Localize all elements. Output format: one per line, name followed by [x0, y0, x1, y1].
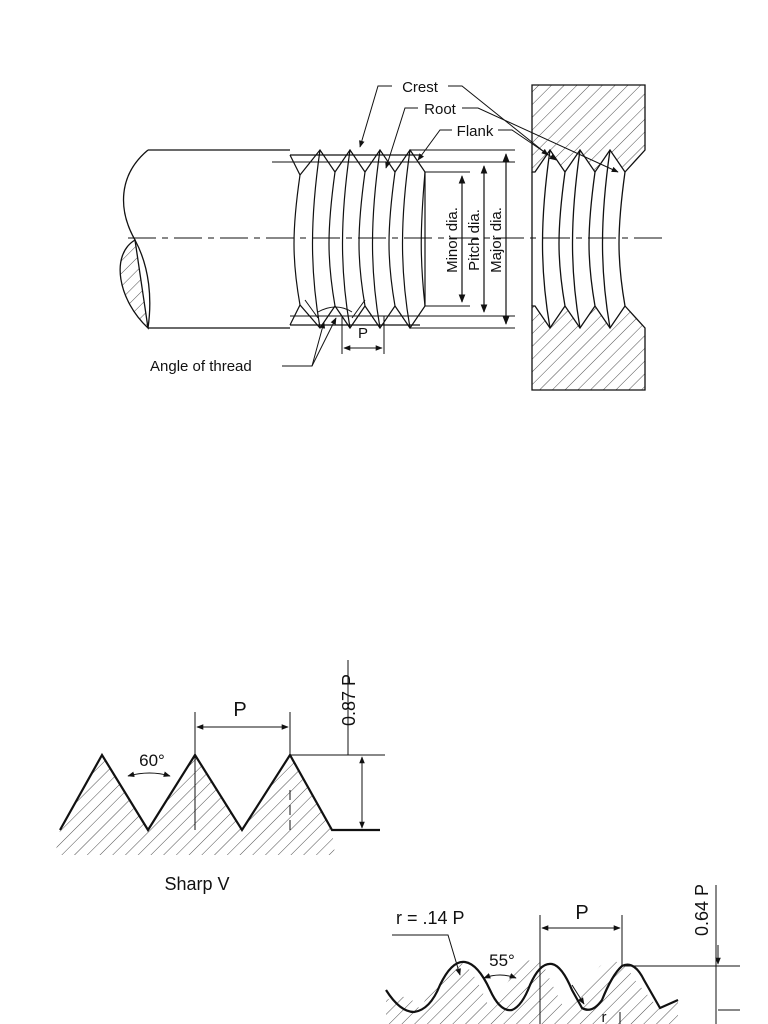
- rounded-thread-profile: [385, 960, 679, 1014]
- rounded-angle-label: 55°: [489, 951, 515, 970]
- whitworth-thread-figure: r = .14 P P 55° 0.64 P r: [385, 884, 740, 1024]
- rounded-r-label: r: [602, 1009, 607, 1024]
- sharp-v-caption: Sharp V: [164, 874, 229, 894]
- diameter-dimensions: [458, 153, 510, 325]
- sharp-v-pitch-label: P: [233, 699, 246, 721]
- sharp-v-depth-label: 0.87 P: [339, 674, 359, 726]
- flank-label: Flank: [457, 123, 494, 140]
- shaft: [119, 149, 290, 330]
- crest-label: Crest: [402, 79, 439, 96]
- nut-section: [531, 84, 646, 391]
- radius-label: r = .14 P: [396, 908, 465, 928]
- pitch-dia-label: Pitch dia.: [466, 209, 483, 271]
- minor-dia-label: Minor dia.: [444, 207, 461, 273]
- sharp-v-profile: [59, 752, 380, 833]
- rounded-depth-label: 0.64 P: [692, 884, 712, 936]
- major-dia-label: Major dia.: [488, 207, 505, 273]
- rounded-pitch-label: P: [575, 902, 588, 924]
- root-label: Root: [424, 101, 457, 118]
- pitch-label: P: [358, 325, 368, 342]
- sharp-v-thread-figure: P 60° 0.87 P Sharp V: [55, 660, 385, 894]
- sharp-v-angle-label: 60°: [139, 751, 165, 770]
- threaded-section: [289, 148, 426, 330]
- angle-of-thread-label: Angle of thread: [150, 358, 252, 375]
- screw-thread-figure: Minor dia. Pitch dia. Major dia.: [119, 79, 665, 391]
